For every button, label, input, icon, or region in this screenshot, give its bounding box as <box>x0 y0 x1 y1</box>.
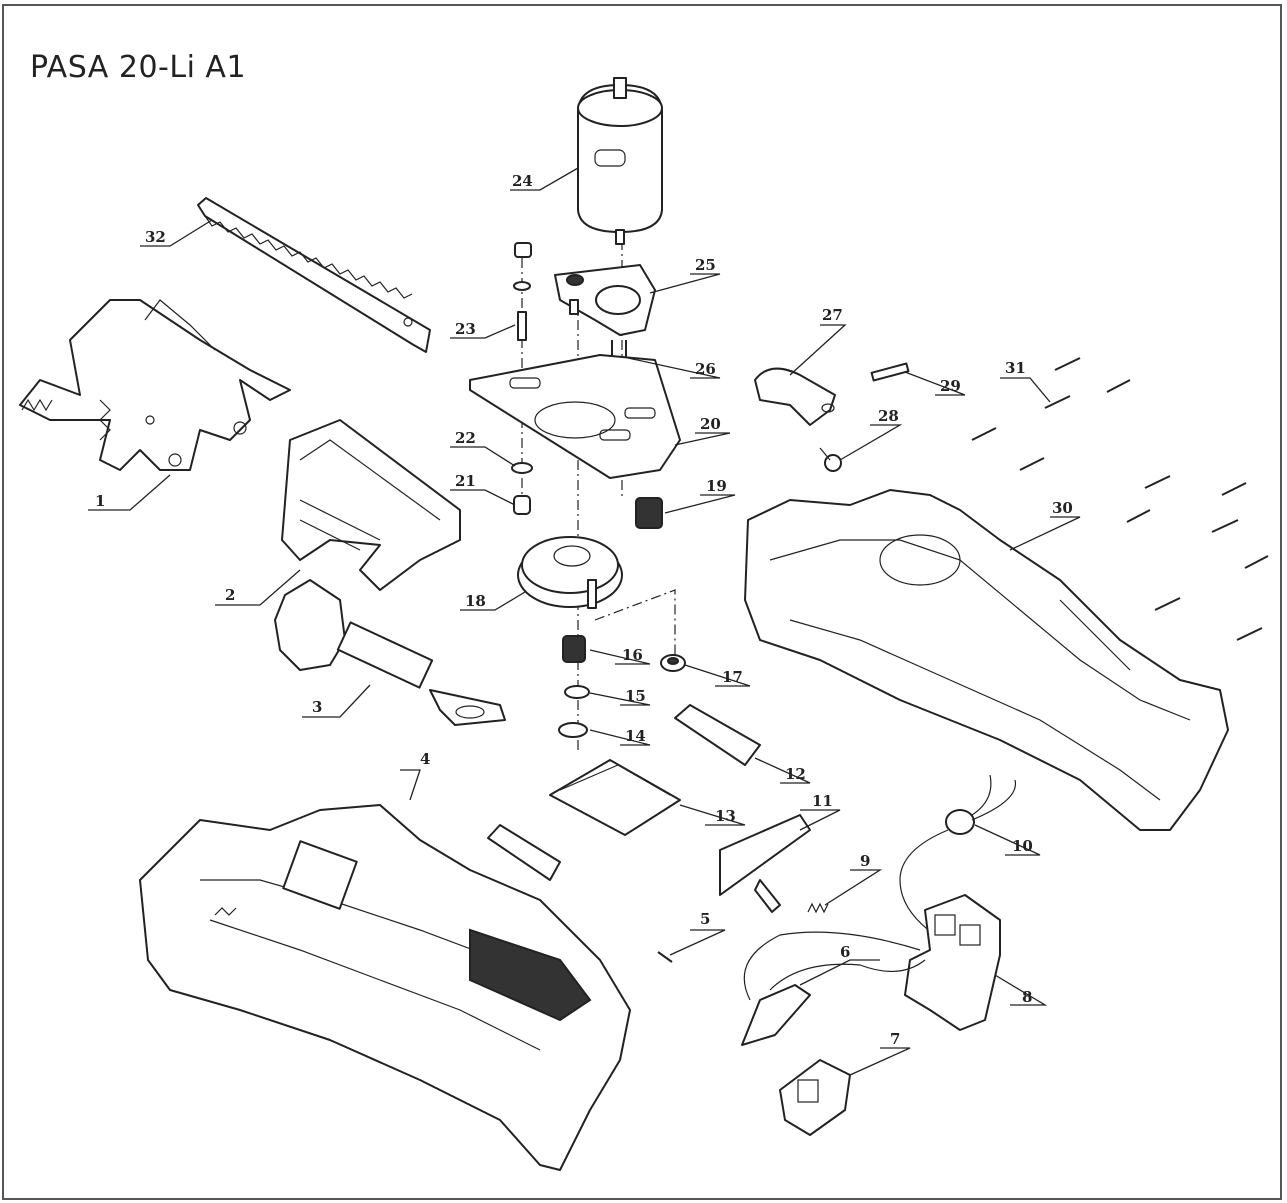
part-spring-28 <box>819 447 842 472</box>
label-15: 15 <box>625 687 646 705</box>
part-bushing-21 <box>513 495 531 515</box>
label-8: 8 <box>1022 988 1032 1006</box>
label-31: 31 <box>1005 359 1026 377</box>
label-9: 9 <box>860 852 870 870</box>
part-circlip-14 <box>558 722 588 738</box>
label-10: 10 <box>1012 837 1033 855</box>
part-motor <box>577 77 663 245</box>
part-ferrite-10 <box>899 774 1017 936</box>
part-pcb-6 <box>741 931 926 1046</box>
part-screws-31 <box>971 357 1269 641</box>
part-washer-15 <box>564 685 590 699</box>
label-7: 7 <box>890 1030 900 1048</box>
part-drive-shaft <box>274 579 506 726</box>
part-lock-27 <box>754 367 836 426</box>
label-13: 13 <box>715 807 736 825</box>
label-1: 1 <box>95 492 105 510</box>
diagram-title: PASA 20-Li A1 <box>30 50 247 85</box>
label-4: 4 <box>420 750 430 768</box>
part-housing-right <box>744 489 1229 831</box>
part-gear-carrier <box>554 264 656 336</box>
label-23: 23 <box>455 320 476 338</box>
label-29: 29 <box>940 377 961 395</box>
part-main-gear <box>517 536 623 609</box>
label-18: 18 <box>465 592 486 610</box>
label-27: 27 <box>822 306 843 324</box>
part-washer-22 <box>511 462 533 474</box>
label-12: 12 <box>785 765 806 783</box>
label-30: 30 <box>1052 499 1073 517</box>
label-17: 17 <box>722 668 743 686</box>
label-28: 28 <box>878 407 899 425</box>
part-pinion-19 <box>635 497 663 529</box>
part-switch-lever-11 <box>719 814 811 913</box>
part-block <box>487 824 561 881</box>
label-6: 6 <box>840 943 850 961</box>
label-24: 24 <box>512 172 533 190</box>
part-labels: 1 2 3 4 5 6 7 8 9 10 11 12 13 14 15 16 1… <box>95 172 1073 1048</box>
part-pin-29 <box>870 362 910 382</box>
label-19: 19 <box>706 477 727 495</box>
part-pin <box>513 242 532 341</box>
part-shoe-bracket <box>19 299 291 471</box>
part-saw-blade <box>197 197 431 353</box>
part-screw-5 <box>657 951 673 963</box>
part-terminal-7 <box>779 1059 851 1136</box>
label-11: 11 <box>812 792 833 810</box>
part-switch-8 <box>904 894 1001 1031</box>
label-3: 3 <box>312 698 322 716</box>
label-2: 2 <box>225 586 235 604</box>
part-nut-17 <box>660 654 686 672</box>
part-guide-frame <box>281 419 461 591</box>
part-housing-left <box>139 804 631 1171</box>
label-26: 26 <box>695 360 716 378</box>
label-16: 16 <box>622 646 643 664</box>
label-20: 20 <box>700 415 721 433</box>
label-25: 25 <box>695 256 716 274</box>
part-block-12 <box>674 704 761 766</box>
part-spring-9 <box>807 902 829 914</box>
part-gear-plate <box>469 354 681 479</box>
part-bearing-16 <box>562 635 586 663</box>
label-32: 32 <box>145 228 166 246</box>
label-14: 14 <box>625 727 646 745</box>
label-22: 22 <box>455 429 476 447</box>
part-plate-13 <box>549 759 681 836</box>
label-21: 21 <box>455 472 476 490</box>
leader-lines <box>88 167 1081 1076</box>
label-5: 5 <box>700 910 710 928</box>
